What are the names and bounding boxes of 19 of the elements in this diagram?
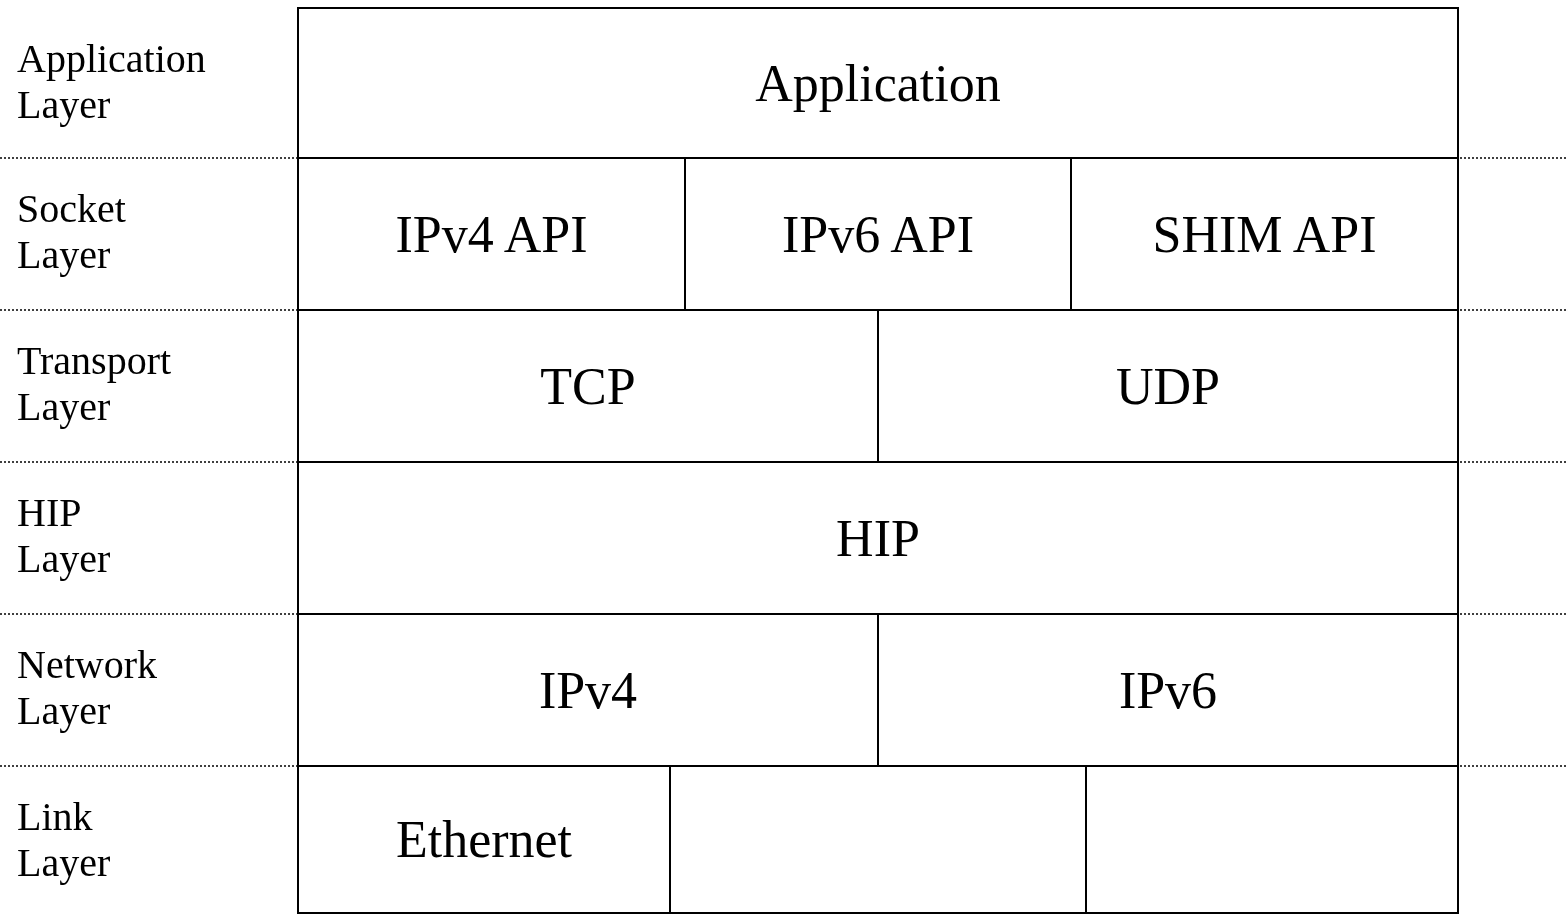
protocol-label: IPv6 API — [781, 204, 975, 264]
layer-name: Network Layer — [17, 642, 158, 734]
protocol-label: Application — [755, 53, 1001, 113]
protocol-label: TCP — [540, 356, 636, 416]
protocol-label: IPv4 — [538, 660, 638, 720]
protocol-box — [297, 7, 1459, 159]
protocol-label: HIP — [836, 508, 920, 568]
protocol-label: Ethernet — [395, 810, 573, 869]
layer-name: Application Layer — [17, 36, 207, 128]
layer-name: Link Layer — [17, 794, 112, 886]
protocol-label: IPv6 — [1118, 660, 1218, 720]
protocol-label: SHIM API — [1152, 204, 1377, 264]
layer-name: Transport Layer — [17, 338, 173, 430]
protocol-label: UDP — [1116, 356, 1220, 416]
layer-name: Socket Layer — [17, 186, 127, 278]
protocol-label: IPv4 API — [395, 204, 588, 264]
protocol-box — [297, 461, 1459, 615]
protocol-box — [297, 765, 671, 914]
layer-name: HIP Layer — [17, 490, 112, 582]
